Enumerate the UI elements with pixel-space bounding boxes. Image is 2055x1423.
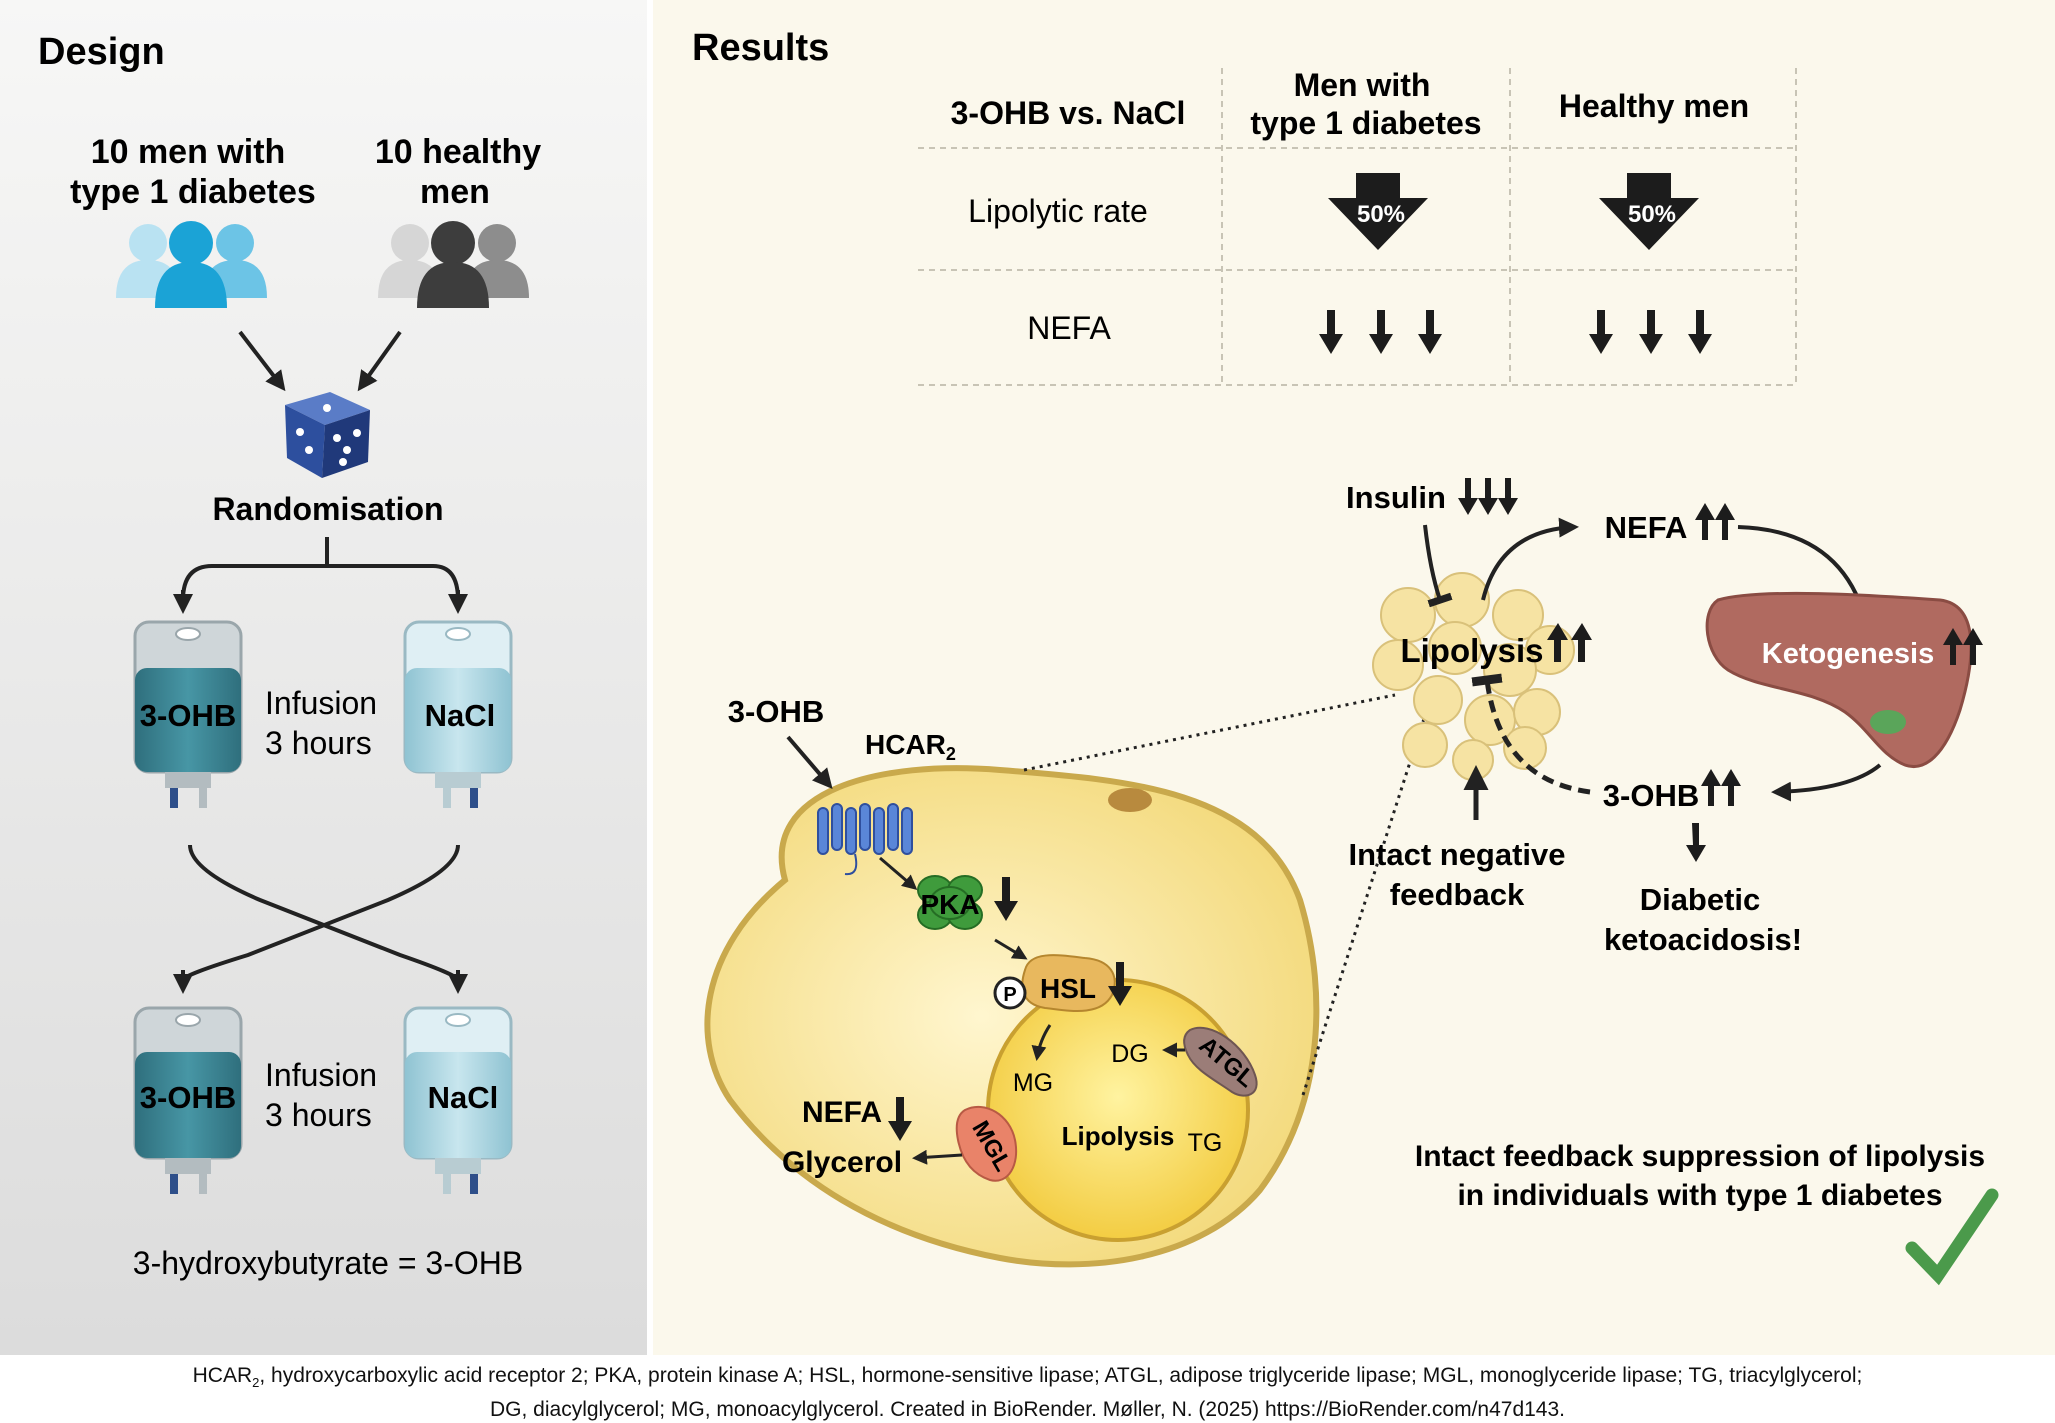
bag-nacl-period2-label: NaCl	[428, 1080, 499, 1115]
abbreviation-definition: 3-hydroxybutyrate = 3-OHB	[133, 1245, 523, 1281]
tg-label: TG	[1188, 1129, 1223, 1157]
t1d-people-icon	[116, 221, 267, 308]
phospho-label: P	[1003, 984, 1016, 1006]
lipolysis-label: Lipolysis	[1400, 632, 1543, 669]
lipolysis-up-arrows	[1547, 623, 1592, 662]
dice-icon	[285, 392, 370, 478]
feedback-line1: Intact negative	[1348, 837, 1565, 872]
conclusion-line2: in individuals with type 1 diabetes	[1457, 1179, 1942, 1212]
nefa-t1d-down-arrows	[1319, 310, 1442, 354]
randomisation-label: Randomisation	[212, 491, 443, 527]
infusion-period2-line2: 3 hours	[265, 1097, 372, 1133]
droplet-lipolysis-label: Lipolysis	[1062, 1121, 1175, 1151]
ohb-label: 3-OHB	[1603, 778, 1699, 813]
bag-3ohb-period2-label: 3-OHB	[140, 1080, 236, 1115]
lipid-droplet	[986, 978, 1250, 1242]
pka-down-arrow	[994, 877, 1018, 921]
glycerol-label: Glycerol	[782, 1146, 902, 1179]
infusion-period1-line2: 3 hours	[265, 725, 372, 761]
dg-label: DG	[1111, 1040, 1149, 1068]
table-col-healthy: Healthy men	[1559, 88, 1749, 124]
caption-line2: DG, diacylglycerol; MG, monoacylglycerol…	[490, 1398, 1565, 1422]
figure-artwork: Design 10 men with type 1 diabetes 10 he…	[38, 27, 1999, 1286]
dka-line2: ketoacidosis!	[1604, 922, 1802, 957]
input-3ohb-label: 3-OHB	[728, 694, 824, 729]
checkmark-icon	[1905, 1188, 1999, 1286]
group2-label-line1: 10 healthy	[375, 133, 541, 171]
conclusion-line1: Intact feedback suppression of lipolysis	[1415, 1140, 1985, 1173]
mg-label: MG	[1013, 1069, 1053, 1097]
group1-label-line1: 10 men with	[91, 133, 286, 171]
bag-nacl-period1-label: NaCl	[425, 698, 496, 733]
bag-3ohb-period2	[133, 1006, 243, 1194]
design-heading: Design	[38, 31, 165, 73]
results-table-grid	[918, 68, 1797, 386]
adipose-tissue-cluster	[1372, 572, 1575, 781]
phospho-icon	[993, 976, 1027, 1010]
ohb-to-dka-arrow	[1686, 823, 1706, 862]
table-col-t1d-line2: type 1 diabetes	[1250, 105, 1481, 141]
nefa-healthy-down-arrows	[1589, 310, 1712, 354]
hsl-down-arrow	[1108, 962, 1132, 1006]
negative-feedback-dashed	[1471, 673, 1591, 795]
lipolytic-rate-t1d-arrow	[1328, 173, 1428, 250]
adipocyte-cell	[704, 765, 1320, 1268]
pka-label: PKA	[920, 889, 979, 920]
pka-enzyme	[917, 875, 983, 930]
insulin-inhibition	[1423, 524, 1453, 608]
hcar2-receptor-icon	[817, 803, 913, 876]
nefa-label: NEFA	[1605, 510, 1688, 545]
arrow-lipolysis-to-nefa	[1481, 517, 1579, 601]
bag-nacl-period2	[403, 1006, 513, 1194]
lipolytic-rate-healthy-value: 50%	[1628, 201, 1676, 228]
arrow-group2-to-randomisation	[357, 330, 402, 392]
arrow-3ohb-to-hcar2	[786, 735, 833, 790]
figure-caption: HCAR2, hydroxycarboxylic acid receptor 2…	[0, 1362, 2055, 1423]
hsl-enzyme	[1021, 954, 1116, 1012]
mgl-enzyme	[955, 1105, 1018, 1182]
caption-line1: HCAR2, hydroxycarboxylic acid receptor 2…	[192, 1364, 1863, 1391]
randomisation-split-arrows	[181, 537, 460, 601]
infusion-period2-line1: Infusion	[265, 1057, 377, 1093]
arrow-liver-to-3ohb	[1771, 763, 1882, 802]
results-heading: Results	[692, 27, 829, 69]
arrow-group1-to-randomisation	[238, 330, 286, 392]
insulin-down-arrows	[1458, 478, 1518, 515]
table-col-t1d-line1: Men with	[1294, 67, 1431, 103]
crossover-lines	[181, 844, 460, 982]
table-row-nefa: NEFA	[1027, 310, 1111, 346]
hsl-label: HSL	[1040, 973, 1096, 1004]
lipolytic-rate-healthy-arrow	[1599, 173, 1699, 250]
ketogenesis-label: Ketogenesis	[1762, 638, 1934, 670]
cell-nefa-label: NEFA	[802, 1096, 882, 1129]
infusion-period1-line1: Infusion	[265, 685, 377, 721]
atgl-enzyme	[1183, 1026, 1258, 1097]
table-row-lipolytic-rate: Lipolytic rate	[968, 193, 1148, 229]
liver-icon	[1705, 591, 1973, 768]
group2-label-line2: men	[420, 173, 490, 211]
ohb-up-arrows	[1701, 769, 1741, 806]
bag-3ohb-period1	[133, 620, 243, 808]
cell-nefa-down-arrow	[888, 1097, 912, 1141]
bag-nacl-period1	[403, 620, 513, 808]
bag-3ohb-period1-label: 3-OHB	[140, 698, 236, 733]
insulin-label: Insulin	[1346, 480, 1446, 515]
cell-nucleus	[1108, 788, 1152, 812]
design-panel	[0, 0, 647, 1355]
gallbladder-icon	[1870, 710, 1906, 734]
zoom-line-bottom	[1301, 699, 1432, 1096]
nefa-up-arrows	[1695, 503, 1735, 540]
hcar2-label: HCAR2	[865, 729, 956, 764]
feedback-line2: feedback	[1390, 877, 1525, 912]
table-corner-label: 3-OHB vs. NaCl	[951, 95, 1186, 131]
healthy-people-icon	[378, 221, 529, 308]
ketogenesis-up-arrows	[1943, 628, 1983, 665]
zoom-line-top	[1023, 693, 1396, 772]
group1-label-line2: type 1 diabetes	[70, 173, 316, 211]
dka-line1: Diabetic	[1640, 882, 1761, 917]
lipolytic-rate-t1d-value: 50%	[1357, 201, 1405, 228]
